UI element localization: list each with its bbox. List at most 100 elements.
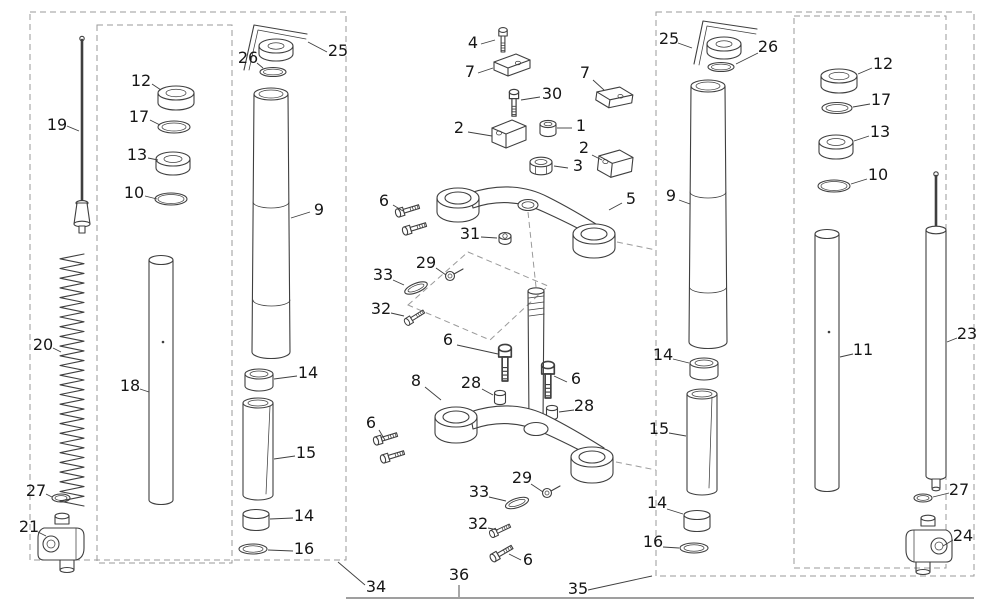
callout-leader-25 <box>307 41 328 53</box>
part-callout-17: 17 <box>129 107 149 126</box>
part-callout-15: 15 <box>296 443 316 462</box>
part-callout-1: 1 <box>576 116 586 135</box>
part-11-inner-tube-right <box>814 228 840 493</box>
left-assembly-outline <box>29 11 347 561</box>
part-1-cap <box>539 119 557 138</box>
part-callout-14: 14 <box>653 345 673 364</box>
callout-leader-14 <box>672 358 690 364</box>
part-17-oring-left <box>157 120 191 134</box>
kit-projection-outline <box>407 251 549 341</box>
part-30-bolt <box>508 88 520 117</box>
part-callout-31: 31 <box>460 224 480 243</box>
part-callout-12: 12 <box>873 54 893 73</box>
part-32-screw-lower <box>487 521 513 539</box>
part-6-bolts-upper-left <box>393 202 428 237</box>
left-fork-assembly <box>37 24 308 574</box>
part-9-outer-tube-right <box>688 79 728 350</box>
callout-leader-28 <box>481 388 494 396</box>
part-callout-36: 36 <box>449 565 469 584</box>
callout-leader-29 <box>435 267 447 276</box>
callout-leader-4 <box>480 39 496 45</box>
callout-leader-10 <box>850 178 868 185</box>
part-25-fork-cap-left <box>243 24 308 71</box>
part-2-clamp-base-right <box>596 147 635 180</box>
part-28-damper-left <box>493 389 507 406</box>
reference-boxes <box>29 11 975 599</box>
part-callout-12: 12 <box>131 71 151 90</box>
callout-leader-13 <box>147 157 159 161</box>
part-callout-7: 7 <box>465 62 475 81</box>
part-callout-23: 23 <box>957 324 977 343</box>
part-callout-6: 6 <box>366 413 376 432</box>
part-callout-25: 25 <box>328 41 348 60</box>
part-3-stem-nut <box>529 156 553 176</box>
steering-assembly <box>371 27 657 564</box>
callout-leader-5 <box>608 202 623 211</box>
part-7-clamp-left <box>493 53 531 77</box>
callout-leader-16 <box>662 546 680 549</box>
right-assembly-outline <box>655 11 975 577</box>
part-7-clamp-right <box>594 83 635 112</box>
part-33-guide-upper <box>402 278 430 298</box>
part-callout-10: 10 <box>124 183 144 202</box>
right-fork-assembly <box>679 20 953 576</box>
part-callout-33: 33 <box>469 482 489 501</box>
part-callout-27: 27 <box>949 480 969 499</box>
callout-leader-14 <box>269 517 294 520</box>
callout-leader-15 <box>668 432 687 437</box>
callout-leader-20 <box>52 347 62 353</box>
callout-leader-7 <box>592 79 605 91</box>
part-20-fork-spring <box>59 253 85 507</box>
part-callout-34: 34 <box>366 577 386 596</box>
part-callout-20: 20 <box>33 335 53 354</box>
part-callout-15: 15 <box>649 419 669 438</box>
callout-leader-6 <box>378 429 386 441</box>
callout-leader-2 <box>467 131 493 137</box>
part-callout-13: 13 <box>870 122 890 141</box>
part-callout-14: 14 <box>298 363 318 382</box>
part-6-bolts-lower-left <box>371 430 406 465</box>
callout-leader-30 <box>520 96 541 101</box>
part-callout-8: 8 <box>411 371 421 390</box>
part-callout-2: 2 <box>579 138 589 157</box>
callout-leader-9 <box>678 199 691 205</box>
part-19-damper-rod <box>73 35 91 234</box>
callout-leader-26 <box>735 52 759 65</box>
callout-leader-31 <box>480 236 498 239</box>
part-5-upper-triple-clamp <box>436 186 616 259</box>
alignment-dash-lower-right <box>615 461 657 471</box>
callout-leader-14 <box>273 375 298 380</box>
part-13-seal-left <box>155 151 191 176</box>
part-18-inner-tube-left <box>148 254 174 506</box>
callout-leader-8 <box>424 386 442 401</box>
part-callout-28: 28 <box>461 373 481 392</box>
part-17-oring-right <box>821 101 853 115</box>
part-callout-11: 11 <box>853 340 873 359</box>
part-9-outer-tube-left <box>251 87 291 360</box>
part-23-cartridge-right <box>925 171 947 492</box>
callout-leader-21 <box>37 531 47 537</box>
part-callout-35: 35 <box>568 579 588 598</box>
callout-leader-6 <box>508 553 522 561</box>
callout-leader-23 <box>946 337 958 343</box>
part-callout-4: 4 <box>468 33 478 52</box>
part-callout-5: 5 <box>626 189 636 208</box>
part-14-bushing-lower-left <box>242 508 270 532</box>
callout-leader-34 <box>337 561 366 586</box>
part-12-ring-left <box>157 85 195 111</box>
callout-leader-11 <box>839 353 854 358</box>
alignment-dash-upper-right <box>616 241 657 251</box>
callout-leader-26 <box>256 62 264 69</box>
part-15-sleeve-right <box>686 388 718 496</box>
callout-leader-3 <box>553 165 569 169</box>
part-27-oring-right <box>913 493 933 503</box>
part-callout-17: 17 <box>871 90 891 109</box>
right-tube-kit-outline <box>793 15 947 569</box>
part-callout-2: 2 <box>454 118 464 137</box>
part-callout-25: 25 <box>659 29 679 48</box>
part-10-ring-left <box>154 192 188 206</box>
callout-leader-17 <box>852 103 871 108</box>
part-callout-28: 28 <box>574 396 594 415</box>
